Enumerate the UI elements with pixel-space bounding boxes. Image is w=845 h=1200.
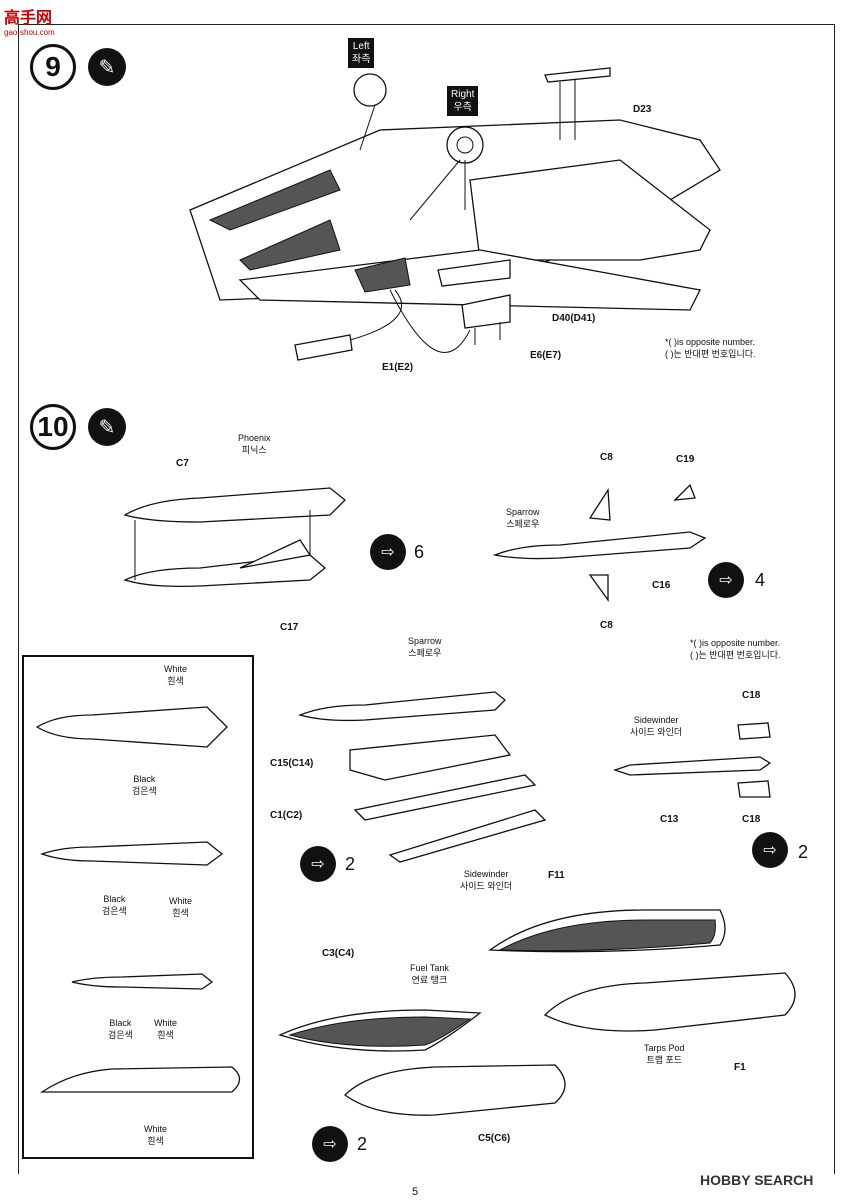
tarps-pod-drawing — [488, 909, 796, 1032]
sparrow-top-quantity: 4 — [755, 570, 766, 590]
sparrow-mid-name: Sparrow 스페로우 — [408, 636, 442, 658]
color-white-3: White 흰색 — [154, 1018, 178, 1040]
sparrow-mid-quantity: 2 — [345, 854, 356, 874]
watermark: HOBBY SEARCH — [700, 1172, 814, 1188]
phoenix-quantity: 6 — [414, 542, 425, 562]
part-label-c7: C7 — [176, 458, 189, 469]
quantity-icon: ⇨ — [312, 1126, 348, 1162]
color-black-1: Black 검은색 — [132, 774, 157, 796]
part-label-c8-bottom: C8 — [600, 620, 613, 631]
part-label-c3: C3(C4) — [322, 948, 355, 959]
step-10-number: 10 — [30, 404, 76, 450]
quantity-icon: ⇨ — [708, 562, 744, 598]
pylon-assembly-drawing — [297, 691, 547, 863]
fuel-tank-drawing — [278, 1009, 566, 1116]
left-label: Left 좌측 — [348, 38, 375, 68]
part-label-c15: C15(C14) — [270, 758, 314, 769]
fuel-tank-name: Fuel Tank 연료 탱크 — [410, 963, 449, 985]
color-white-2: White 흰색 — [169, 896, 193, 918]
frame-left — [18, 24, 19, 1174]
part-label-c18-top: C18 — [742, 690, 761, 701]
part-label-e1: E1(E2) — [382, 362, 414, 373]
frame-top — [18, 24, 835, 25]
step-10-note: *( )is opposite number. ( )는 반대편 번호입니다. — [690, 638, 781, 660]
part-label-f1: F1 — [734, 1062, 746, 1073]
color-black-3: Black 검은색 — [108, 1018, 133, 1040]
sidewinder-right-drawing — [612, 722, 772, 798]
sidewinder-right-name: Sidewinder 사이드 와인더 — [630, 715, 683, 737]
color-guide-panel: White 흰색 Black 검은색 Black 검은색 White 흰색 Bl… — [22, 655, 254, 1159]
frame-right — [834, 24, 835, 1174]
part-label-e6: E6(E7) — [530, 350, 562, 361]
part-label-c19: C19 — [676, 454, 695, 465]
part-label-c18-bottom: C18 — [742, 814, 761, 825]
page-number: 5 — [412, 1186, 419, 1198]
phoenix-name: Phoenix 피닉스 — [238, 433, 271, 455]
sparrow-name: Sparrow 스페로우 — [506, 507, 540, 529]
quantity-icon: ⇨ — [300, 846, 336, 882]
right-label: Right 우측 — [447, 86, 479, 116]
part-label-c8-top: C8 — [600, 452, 613, 463]
step-9-aircraft-drawing — [189, 67, 721, 361]
phoenix-drawing — [123, 487, 346, 588]
color-guide-drawings — [35, 706, 241, 1093]
cement-icon: ✎ — [88, 48, 126, 86]
part-label-c13: C13 — [660, 814, 679, 825]
site-logo: 高手网 gao-shou.com — [4, 4, 55, 37]
step-9-number: 9 — [30, 44, 76, 90]
part-label-c16: C16 — [652, 580, 671, 591]
color-black-2: Black 검은색 — [102, 894, 127, 916]
tarps-name: Tarps Pod 트랩 포드 — [644, 1043, 685, 1065]
sparrow-top-drawing — [492, 483, 707, 603]
part-label-c17: C17 — [280, 622, 299, 633]
part-label-c1: C1(C2) — [270, 810, 303, 821]
color-white-1: White 흰색 — [164, 664, 188, 686]
sidewinder-mid-name: Sidewinder 사이드 와인더 — [460, 869, 513, 891]
part-label-f11: F11 — [548, 870, 565, 881]
cement-icon: ✎ — [88, 408, 126, 446]
sidewinder-right-quantity: 2 — [798, 842, 809, 862]
part-label-c5: C5(C6) — [478, 1133, 511, 1144]
quantity-icon: ⇨ — [752, 832, 788, 868]
step-9-note: *( )is opposite number. ( )는 반대편 번호입니다. — [665, 337, 756, 359]
site-logo-text: 高手网 — [4, 10, 53, 27]
part-label-d23: D23 — [633, 104, 652, 115]
site-logo-sub: gao-shou.com — [4, 28, 55, 37]
quantity-icon: ⇨ — [370, 534, 406, 570]
fuel-tank-quantity: 2 — [357, 1134, 368, 1154]
part-label-d40: D40(D41) — [552, 313, 596, 324]
color-white-4: White 흰색 — [144, 1124, 168, 1146]
